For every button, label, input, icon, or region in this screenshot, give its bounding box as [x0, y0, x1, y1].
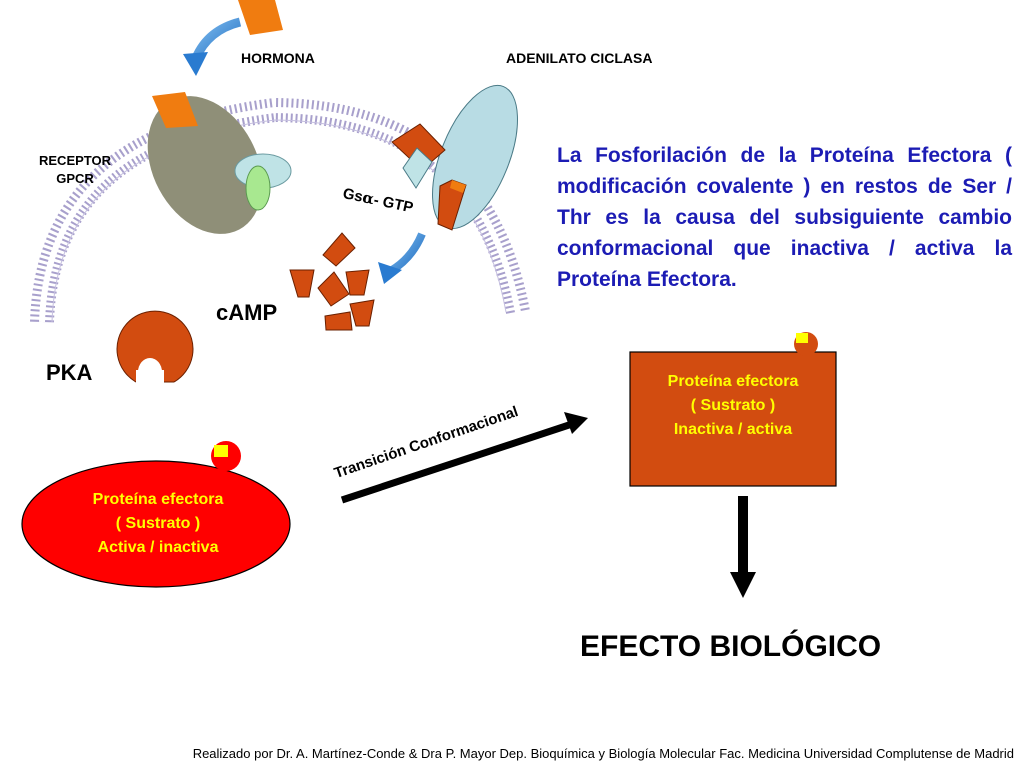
pka-label: PKA — [46, 360, 93, 385]
blue-arrow-hormone — [183, 17, 242, 76]
blue-arrow-camp — [378, 232, 426, 284]
receptor-label-line2: GPCR — [56, 171, 94, 186]
rectangle-text: Proteína efectora ( Sustrato ) Inactiva … — [630, 370, 836, 442]
ellipse-text-line2: ( Sustrato ) — [115, 515, 201, 532]
footer-credit: Realizado por Dr. A. Martínez-Conde & Dr… — [192, 746, 1014, 761]
down-arrow — [730, 496, 756, 598]
camp-molecules — [289, 232, 375, 331]
rectangle-text-line1: Proteína efectora — [667, 373, 799, 390]
pka-shape — [116, 310, 194, 400]
gs-alpha-shape — [391, 123, 467, 231]
adenilato-label: ADENILATO CICLASA — [506, 50, 653, 66]
phosphate-marker-rect — [794, 332, 818, 356]
receptor-label-line1: RECEPTOR — [39, 153, 111, 168]
effector-rectangle — [629, 351, 837, 487]
hormone-bound-shape — [152, 92, 198, 128]
ellipse-text-line3: Activa / inactiva — [97, 539, 219, 556]
receptor-shape — [147, 96, 263, 234]
hormona-label: HORMONA — [241, 50, 315, 66]
hormone-shape — [238, 0, 283, 35]
g-protein-gamma-shape — [245, 165, 271, 211]
efecto-biologico-label: EFECTO BIOLÓGICO — [580, 630, 882, 663]
rectangle-text-line2: ( Sustrato ) — [690, 397, 776, 414]
explanation-paragraph: La Fosforilación de la Proteína Efectora… — [557, 144, 1012, 291]
camp-label: cAMP — [216, 300, 278, 325]
receptor-label: RECEPTOR GPCR — [27, 152, 123, 188]
phosphate-marker-ellipse — [211, 441, 241, 471]
transition-arrow — [340, 412, 588, 504]
rectangle-text-line3: Inactiva / activa — [673, 421, 793, 438]
ellipse-text-line1: Proteína efectora — [92, 491, 224, 508]
ellipse-text: Proteína efectora ( Sustrato ) Activa / … — [46, 488, 270, 560]
effector-ellipse — [21, 460, 291, 588]
